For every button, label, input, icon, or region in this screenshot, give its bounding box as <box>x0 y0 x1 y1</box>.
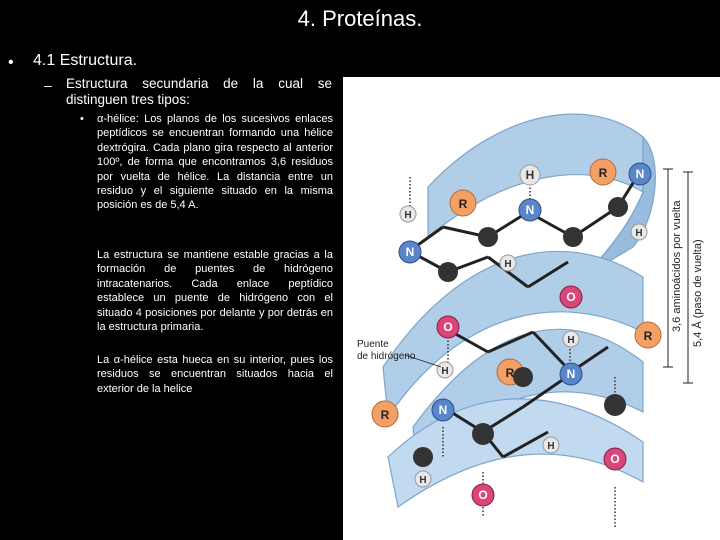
bridge-pointer <box>404 354 442 368</box>
atom-n-label: N <box>406 245 415 259</box>
atom-o-label: O <box>478 488 487 502</box>
atom-r-label: R <box>459 197 468 211</box>
atom-n-label: N <box>636 167 645 181</box>
subheading: Estructura secundaria de la cual se dist… <box>66 76 332 107</box>
atom-o-label: O <box>443 320 452 334</box>
atom-h-label: H <box>404 210 411 221</box>
atom-h-label: H <box>419 475 426 486</box>
atom-h-label: H <box>567 335 574 346</box>
atom-h-label: H <box>441 366 448 377</box>
atom-r-label: R <box>599 166 608 180</box>
paragraph-alpha-helix: α-hélice: Los planos de los sucesivos en… <box>97 113 333 212</box>
atom-n-label: N <box>439 403 448 417</box>
bullet-dot: • <box>8 54 14 71</box>
atom-r-label: R <box>506 366 515 380</box>
atom-n-label: N <box>526 203 535 217</box>
paragraph-hydrogen-bonds: La estructura se mantiene estable gracia… <box>97 249 333 334</box>
bridge-label-line2: de hidrógeno <box>357 351 416 362</box>
measurement-brackets <box>663 168 693 384</box>
atom-r-label: R <box>381 408 390 422</box>
atoms: H R N R N H H N H O R O H H R N N R H <box>371 158 662 507</box>
bridge-label-line1: Puente <box>357 339 389 350</box>
section-heading: 4.1 Estructura. <box>33 52 138 69</box>
atom-o-label: O <box>566 290 575 304</box>
atom-r-label: R <box>644 329 653 343</box>
alpha-helix-diagram: H R N R N H H N H O R O H H R N N R H <box>357 113 704 527</box>
paragraph-hollow-helix: La α-hélice esta hueca en su interior, p… <box>97 354 333 395</box>
alpha-helix-figure: H R N R N H H N H O R O H H R N N R H <box>343 77 720 540</box>
atom-h-label: H <box>547 441 554 452</box>
slide-title: 4. Proteínas. <box>297 6 423 31</box>
bullet-dash: – <box>44 77 52 93</box>
atom-h-label: H <box>635 228 642 239</box>
label-pitch: 5,4 Å (paso de vuelta) <box>691 239 704 347</box>
atom-h-label: H <box>526 168 535 182</box>
label-amino-per-turn: 3,6 aminoácidos por vuelta <box>671 200 683 332</box>
atom-o-label: O <box>610 452 619 466</box>
bullet-small-dot: • <box>80 113 84 125</box>
atom-n-label: N <box>567 367 576 381</box>
atom-h-label: H <box>504 259 511 270</box>
